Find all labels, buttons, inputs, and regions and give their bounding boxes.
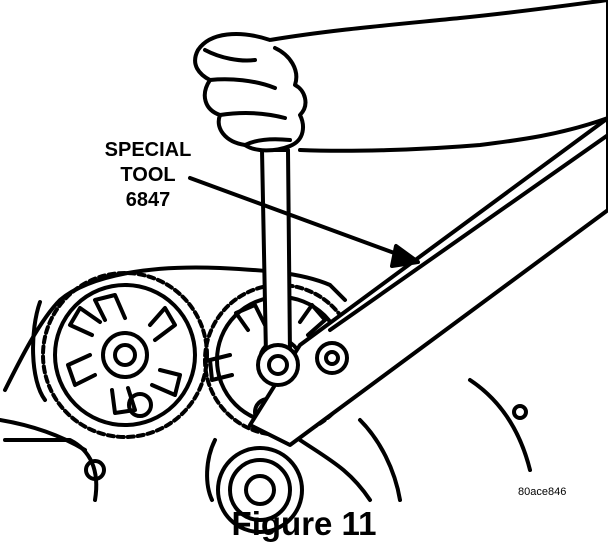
special-tool-label: SPECIAL TOOL 6847 [88,138,208,213]
left-cam-sprocket [41,271,209,439]
hand-holding-wrench [193,0,608,153]
figure-caption: Figure 11 [231,505,377,542]
idler-pulley [216,446,304,534]
callout-line-1: SPECIAL [104,139,192,161]
wrench [256,148,300,387]
image-reference-code: 80ace846 [518,486,567,498]
callout-line-3: 6847 [125,189,171,211]
callout-arrow [188,176,420,268]
special-tool-6847 [248,116,608,447]
callout-line-2: TOOL [120,164,176,186]
